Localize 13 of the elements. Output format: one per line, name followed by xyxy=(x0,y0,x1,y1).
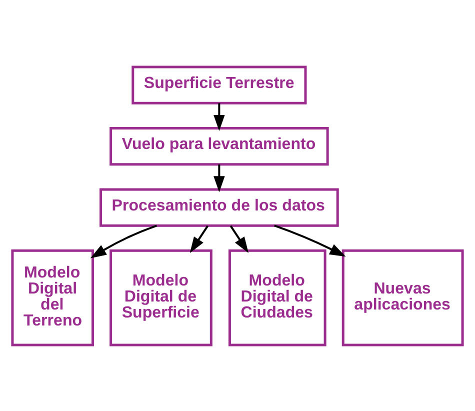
arrow xyxy=(230,224,249,252)
arrow xyxy=(274,224,346,256)
arrow xyxy=(190,224,209,252)
arrow xyxy=(90,224,158,258)
node-box: Nuevas aplicaciones xyxy=(342,248,464,346)
node-box: Procesamiento de los datos xyxy=(100,188,339,226)
arrow xyxy=(214,164,225,192)
node-box: Vuelo para levantamiento xyxy=(110,126,329,166)
arrow xyxy=(214,102,225,131)
node-box: Superficie Terrestre xyxy=(132,65,307,104)
node-box: Modelo Digital del Terreno xyxy=(11,248,94,346)
node-box: Modelo Digital de Ciudades xyxy=(228,248,326,346)
node-box: Modelo Digital de Superficie xyxy=(110,248,212,346)
